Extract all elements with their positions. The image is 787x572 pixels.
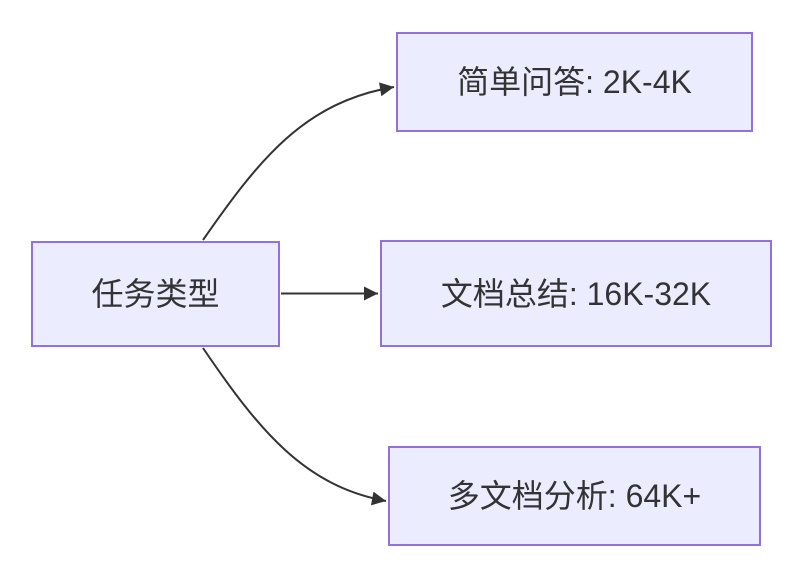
node-doc-summary-label: 文档总结: 16K-32K bbox=[440, 275, 712, 312]
node-multi-doc: 多文档分析: 64K+ bbox=[388, 446, 761, 546]
node-task-type: 任务类型 bbox=[31, 241, 280, 347]
edge-task-type-to-multi-doc bbox=[202, 347, 387, 506]
node-multi-doc-label: 多文档分析: 64K+ bbox=[447, 478, 702, 514]
node-simple-qa-label: 简单问答: 2K-4K bbox=[457, 64, 692, 100]
edge-task-type-to-simple-qa bbox=[202, 82, 395, 241]
node-simple-qa: 简单问答: 2K-4K bbox=[396, 32, 753, 132]
node-doc-summary: 文档总结: 16K-32K bbox=[380, 240, 772, 347]
node-task-type-label: 任务类型 bbox=[91, 276, 220, 312]
